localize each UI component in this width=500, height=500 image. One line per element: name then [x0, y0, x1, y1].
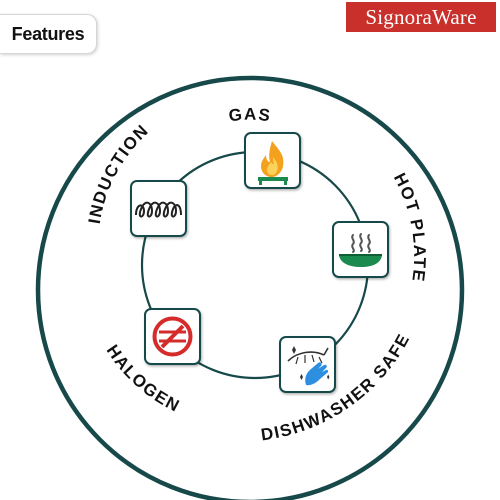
dishwasher-safe-icon [279, 336, 336, 393]
gas-flame-icon [244, 132, 301, 189]
induction-coil-icon [130, 180, 187, 237]
halogen-icon [144, 308, 201, 365]
brand-logo: SignoraWare [346, 2, 496, 32]
outer-ring [35, 75, 465, 500]
features-tab: Features [0, 14, 97, 54]
feature-label-hot-plate: HOT PLATE [390, 170, 429, 284]
feature-label-gas: GAS [228, 105, 273, 126]
hot-plate-icon [332, 221, 389, 278]
